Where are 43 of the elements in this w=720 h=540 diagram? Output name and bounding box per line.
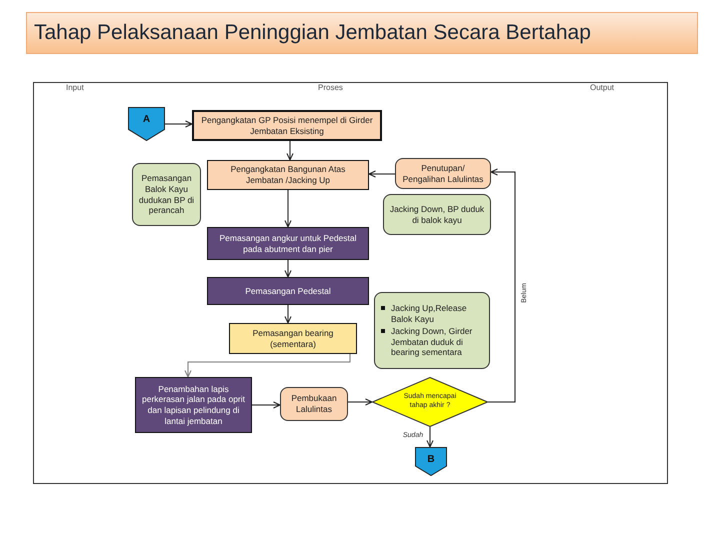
- process-box: [207, 227, 369, 260]
- decision-diamond: [372, 377, 488, 427]
- list-item-text: Jacking Down, Girder Jembatan duduk di bearing sementara: [391, 326, 474, 358]
- note-text: Jacking Down, BP duduk di balok kayu: [388, 204, 486, 226]
- arrow: [284, 190, 292, 228]
- arrow: [164, 120, 192, 128]
- arrow: [284, 304, 292, 324]
- note-box: [383, 194, 491, 235]
- step-text: Penambahan lapis perkerasan jalan pada oprit dan lapisan pelindung di lantai jembatan: [140, 384, 246, 426]
- note-box: [374, 292, 490, 369]
- arrow: [252, 402, 280, 408]
- off-page-connector: [128, 107, 165, 141]
- arrow: [348, 398, 372, 406]
- arrow: [368, 170, 396, 178]
- note-text: Pembukaan Lalulintas: [290, 393, 338, 415]
- arrow: [184, 354, 350, 378]
- arrow: [284, 260, 292, 278]
- arrow: [488, 168, 516, 402]
- note-box: [132, 163, 201, 226]
- note-box: [395, 158, 491, 189]
- title: Tahap Pelaksanaan Peninggian Jembatan Secara Bertahap: [34, 21, 591, 45]
- column-heading: Proses: [318, 83, 343, 92]
- process-box: [229, 323, 357, 354]
- note-text: Pemasangan Balok Kayu dudukan BP di perancah: [138, 173, 196, 216]
- column-heading: Input: [66, 83, 84, 92]
- step-text: Pengangkatan GP Posisi menempel di Girder Jembatan Eksisting: [200, 114, 374, 136]
- process-box: [135, 377, 252, 433]
- column-heading: Output: [590, 83, 614, 92]
- connector-letter: B: [427, 454, 435, 466]
- note-box: [280, 387, 348, 421]
- off-page-connector: [415, 447, 447, 476]
- process-box: [207, 160, 369, 190]
- step-text: Pemasangan Pedestal: [245, 286, 331, 296]
- arrow: [426, 426, 434, 448]
- list-item-text: Jacking Up,Release Balok Kayu: [391, 302, 468, 324]
- step-text: Pemasangan angkur untuk Pedestal pada abutment dan pier: [218, 232, 358, 254]
- step-text: Pengangkatan Bangunan Atas Jembatan /Jacking Up: [230, 164, 346, 186]
- connector-letter: A: [142, 114, 150, 126]
- step-text: Pemasangan bearing (sementara): [252, 328, 334, 350]
- process-box: [192, 110, 382, 141]
- arrow: [286, 140, 294, 160]
- process-box: [207, 277, 369, 305]
- note-text: Penutupan/ Pengalihan Lalulintas: [402, 162, 484, 184]
